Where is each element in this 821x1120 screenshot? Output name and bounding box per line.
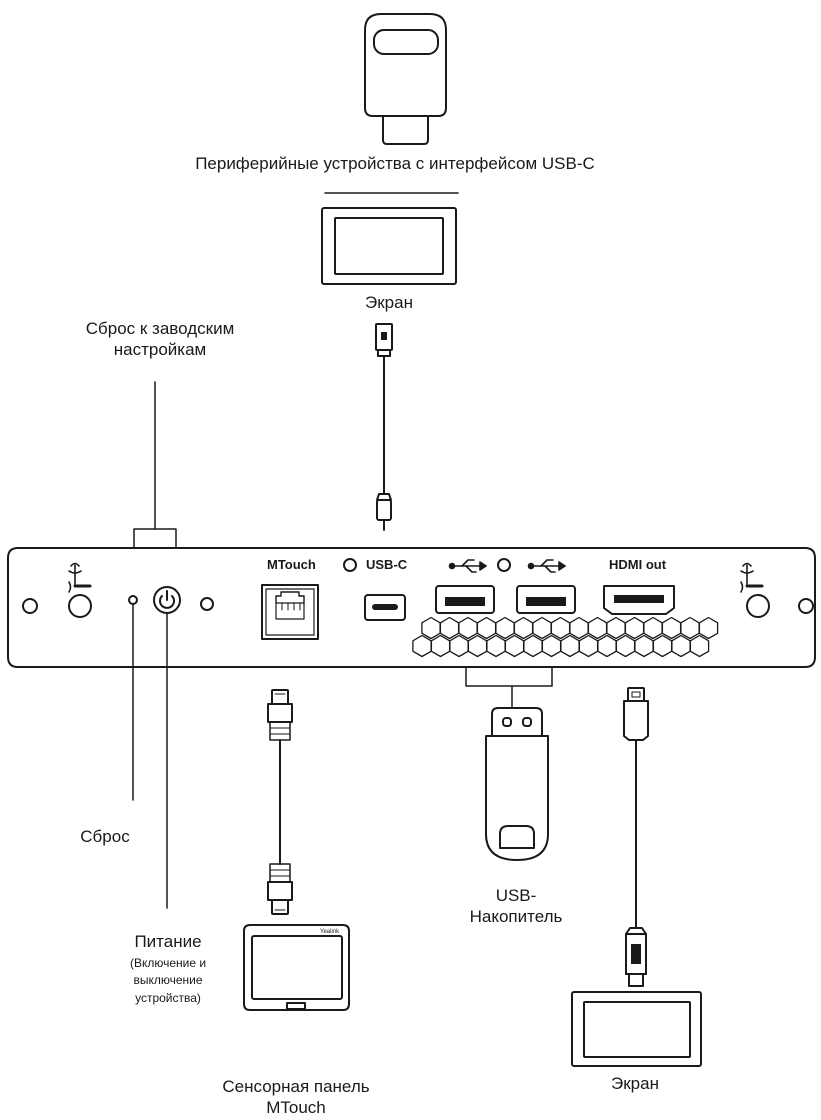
- mount-hole-icon: [746, 594, 770, 618]
- screen-bottom-label: Экран: [611, 1074, 659, 1093]
- vent-hex: [652, 634, 673, 658]
- mtouch-port-label: MTouch: [267, 557, 316, 572]
- usbc-dongle-icon: [364, 13, 447, 145]
- vent-hex: [523, 634, 543, 658]
- vent-hex: [476, 616, 497, 640]
- usb-drive-icon: [485, 707, 549, 861]
- screen-bottom-icon: [571, 991, 702, 1067]
- power-button-icon: [153, 586, 181, 614]
- vent-hex: [606, 616, 626, 640]
- usbc-led: [343, 558, 357, 572]
- touch-panel-label: Сенсорная панель MTouch: [222, 1077, 370, 1118]
- vent-hex: [578, 634, 599, 658]
- factory-reset-leader: [133, 381, 177, 549]
- power-note-label: (Включение и выключение устройства): [129, 956, 207, 1005]
- usb-a-port-icon: [516, 585, 576, 614]
- vent-hex: [495, 616, 515, 640]
- rj45-cable-icon: [267, 689, 293, 915]
- mtouch-port: [261, 584, 319, 640]
- hdmi-cable-icon: [623, 687, 649, 987]
- usb-symbol-icon: [448, 559, 487, 573]
- power-label: Питание: [134, 932, 202, 951]
- usb-symbol-icon: [527, 559, 566, 573]
- reset-pinhole: [128, 595, 138, 605]
- usb-storage-label: USB- Накопитель: [469, 886, 563, 927]
- vent-hex: [698, 616, 719, 640]
- vent-hex: [532, 616, 552, 640]
- ventilation-grille: [412, 616, 719, 658]
- usb-a-port-icon: [435, 585, 495, 614]
- vent-hex: [569, 616, 589, 640]
- vent-hex: [513, 616, 534, 640]
- reset-label: Сброс: [80, 827, 130, 846]
- vent-hex: [439, 616, 460, 640]
- vent-hex: [430, 634, 451, 658]
- vent-hex: [486, 634, 506, 658]
- vent-hex: [587, 616, 608, 640]
- vent-hex: [643, 616, 663, 640]
- vent-hex: [504, 634, 525, 658]
- antenna-icon: [740, 562, 764, 593]
- hdmi-port-label: HDMI out: [609, 557, 667, 572]
- vent-hex: [624, 616, 645, 640]
- mount-hole-icon: [68, 594, 92, 618]
- usb-led: [497, 558, 511, 572]
- usbc-cable-icon: [375, 323, 393, 531]
- vent-hex: [550, 616, 571, 640]
- device-rear-panel: MTouch USB-C HDMI out: [7, 547, 816, 668]
- status-led: [200, 597, 214, 611]
- vent-hex: [412, 634, 432, 658]
- vent-hex: [541, 634, 562, 658]
- usbc-peripherals-label: Периферийные устройства с интерфейсом US…: [195, 154, 595, 173]
- mtouch-panel-icon: Yealink: [243, 924, 350, 1011]
- device-brand: Yealink: [320, 929, 340, 935]
- vent-hex: [597, 634, 617, 658]
- usbc-port: [364, 594, 406, 621]
- mount-hole-icon: [22, 598, 38, 614]
- vent-hex: [615, 634, 636, 658]
- vent-hex: [661, 616, 682, 640]
- vent-hex: [467, 634, 488, 658]
- usbc-port-label: USB-C: [366, 557, 408, 572]
- usb-storage-leader: [465, 666, 553, 709]
- mount-hole-icon: [798, 598, 814, 614]
- screen-top-label: Экран: [365, 293, 413, 312]
- hdmi-port-icon: [603, 585, 675, 615]
- vent-hex: [634, 634, 654, 658]
- factory-reset-label: Сброс к заводским настройкам: [85, 319, 235, 360]
- screen-top-icon: [321, 207, 457, 285]
- vent-hex: [449, 634, 469, 658]
- vent-hex: [560, 634, 580, 658]
- vent-hex: [689, 634, 710, 658]
- antenna-icon: [68, 562, 92, 593]
- vent-hex: [421, 616, 441, 640]
- vent-hex: [680, 616, 700, 640]
- vent-hex: [671, 634, 691, 658]
- vent-hex: [458, 616, 478, 640]
